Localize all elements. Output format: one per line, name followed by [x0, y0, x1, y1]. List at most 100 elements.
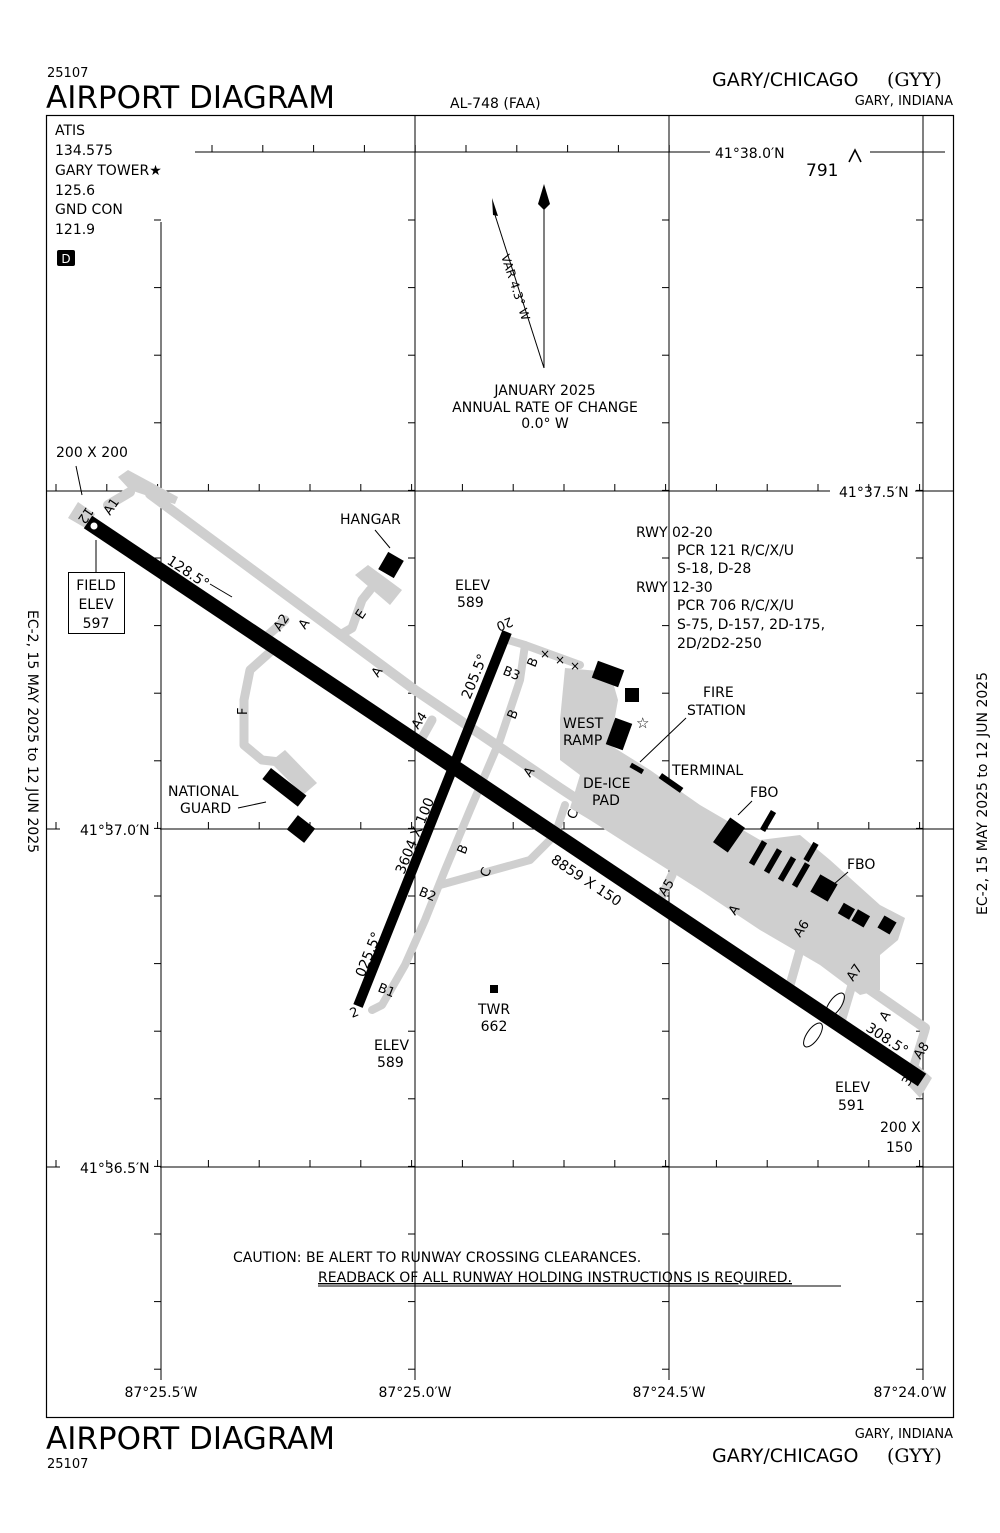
runway-30-elev-label: ELEV: [835, 1080, 870, 1096]
chart-title: AIRPORT DIAGRAM: [46, 80, 335, 116]
taxiway-a8: [907, 1025, 930, 1077]
taxiway-f: [239, 640, 285, 767]
fire-station-label-2: STATION: [687, 703, 746, 719]
atis-label: ATIS: [55, 123, 85, 139]
national-guard-label: NATIONAL: [168, 784, 239, 800]
arp-icon: [90, 522, 98, 530]
west-ramp-label-2: RAMP: [563, 733, 602, 749]
magnetic-north-arrow-icon: [492, 198, 498, 216]
rwy-info-line: RWY 12-30: [636, 580, 713, 596]
effective-dates-left: EC-2, 15 MAY 2025 to 12 JUN 2025: [24, 610, 40, 853]
caution-line-1: CAUTION: BE ALERT TO RUNWAY CROSSING CLE…: [233, 1250, 641, 1266]
ground-freq: 121.9: [55, 222, 95, 238]
hangar-row: [759, 809, 777, 833]
hangar-building: [378, 551, 404, 579]
tower-icon: [490, 985, 498, 993]
tower-label: TWR: [477, 1002, 510, 1018]
magvar-rate-label: ANNUAL RATE OF CHANGE: [452, 400, 638, 416]
taxiway-c: [436, 801, 569, 889]
threshold-12-dims: 200 X 200: [56, 445, 128, 461]
tower-freq: 125.6: [55, 183, 95, 199]
effective-dates-right: EC-2, 15 MAY 2025 to 12 JUN 2025: [975, 672, 991, 915]
hangar-row: [777, 856, 797, 882]
west-ramp-building: [625, 688, 639, 702]
class-d-letter: D: [61, 252, 70, 266]
lat-label: 41°36.5′N: [80, 1161, 150, 1177]
runway-20-elev-label: ELEV: [455, 578, 490, 594]
building: [837, 902, 856, 920]
footer-title: AIRPORT DIAGRAM: [46, 1421, 335, 1457]
deice-pad-label: DE-ICE: [583, 776, 630, 792]
fire-station-building: [629, 762, 645, 775]
leader-line: [639, 717, 687, 763]
threshold-30-dims-2: 150: [886, 1140, 913, 1156]
runway-20-elev: 589: [457, 595, 484, 611]
taxiway-a6: [785, 945, 805, 990]
runway-20-label: 20: [494, 613, 515, 633]
taxiway-label: F: [236, 708, 251, 715]
ground-label: GND CON: [55, 202, 123, 218]
hangar-label: HANGAR: [340, 512, 401, 528]
heading-arrow: [209, 583, 233, 598]
fbo-label: FBO: [750, 785, 778, 801]
hangar-row: [763, 848, 783, 874]
fbo-building: [810, 874, 838, 902]
west-ramp-building: [605, 717, 633, 751]
magnetic-variation-arrows: [492, 184, 550, 369]
hot-spot-icon: [803, 1022, 823, 1048]
taxiway-label: B3: [501, 664, 523, 684]
runway-2-label: 2: [348, 1005, 361, 1022]
airport-name: GARY/CHICAGO: [712, 69, 858, 91]
class-d-badge: [57, 250, 75, 266]
fire-station-label: FIRE: [703, 685, 734, 701]
tower-label: GARY TOWER★: [55, 163, 162, 179]
runway-2-20: [353, 630, 512, 1008]
obstacle-height: 791: [806, 161, 838, 181]
field-elevation-box: [68, 572, 125, 634]
national-guard-apron: [270, 750, 317, 795]
leader-line: [374, 529, 391, 549]
lat-label: 41°37.0′N: [80, 823, 150, 839]
caution-line-2: READBACK OF ALL RUNWAY HOLDING INSTRUCTI…: [318, 1270, 792, 1286]
leader-line: [737, 800, 753, 816]
national-guard-building: [286, 815, 316, 843]
field-elev-label: FIELD: [76, 578, 116, 594]
leader-line: [75, 465, 83, 496]
magvar-label: VAR 4.3° W: [498, 253, 533, 323]
airport-location: GARY, INDIANA: [855, 94, 953, 109]
chart-id: AL-748 (FAA): [450, 96, 541, 112]
taxiway-a5: [655, 870, 677, 905]
building: [851, 909, 871, 928]
diagram-frame: [45, 114, 955, 1419]
rwy-info-line: 2D/2D2-250: [677, 636, 762, 652]
field-elev-value: 597: [83, 616, 110, 632]
lon-label: 87°24.5′W: [632, 1385, 705, 1401]
taxiway-label: B: [455, 843, 472, 857]
taxiway-label: B2: [417, 885, 439, 905]
national-guard-building: [262, 767, 307, 807]
taxiway-b-north: [521, 641, 584, 669]
beacon-star-icon: ☆: [636, 714, 649, 732]
airport-ident: (GYY): [887, 69, 942, 91]
obstacle-icon: [848, 148, 862, 163]
footer-chart-number: 25107: [47, 1457, 88, 1472]
leader-line: [237, 801, 267, 809]
fbo-label-2: FBO: [847, 857, 875, 873]
hangar-row: [791, 862, 811, 888]
magvar-rate: 0.0° W: [521, 416, 569, 432]
runway-12-30: [83, 515, 927, 1087]
restricted-area-marks: ×: [570, 659, 580, 673]
lat-lon-grid: [46, 115, 953, 1380]
field-elev-label-2: ELEV: [78, 597, 113, 613]
terminal-building: [658, 773, 684, 793]
lon-label: 87°24.0′W: [873, 1385, 946, 1401]
leader-line: [833, 871, 849, 885]
lat-label: 41°37.5′N: [839, 485, 909, 501]
taxiway-a2: [263, 615, 290, 640]
true-north-arrow-icon: [538, 184, 550, 210]
west-ramp-building: [591, 660, 625, 688]
rwy-info-line: PCR 706 R/C/X/U: [677, 598, 794, 614]
atis-freq: 134.575: [55, 143, 113, 159]
taxiway-label: B1: [376, 981, 398, 1001]
